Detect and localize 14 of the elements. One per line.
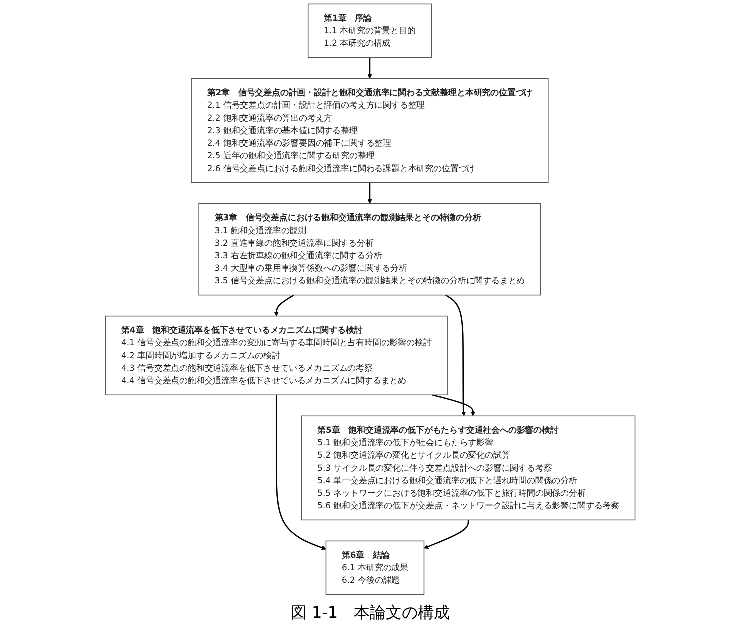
- arrow: [368, 58, 372, 80]
- node-box: 第6章 結論 6.1 本研究の成果 6.2 今後の課題: [326, 540, 425, 596]
- figure-caption: 図 1-1 本論文の構成: [290, 602, 450, 624]
- node-box: 第5章 飽和交通流率の低下がもたらす交通社会への影響の検討 5.1 飽和交通流率の低下が社会にもたらす影響 5.2 飽和交通流率の変化とサイクル長の変化の試算 5.3 サイクル長の変化に伴う交差点設計への影響に関する考察 5.4 単一交差点における飽和交通流率の低下と遅れ時間の関係の分析 5.5 ネットワークにおける飽和交通流率の低下と旅行時間の関係の分析 5.6 飽和交通流率の低下が交差点・ネットワーク設計に与える影響に関する考察: [301, 416, 636, 521]
- arrow: [446, 294, 466, 416]
- arrow: [424, 520, 470, 550]
- node-box: 第2章 信号交差点の計画・設計と飽和交通流率に関わる文献整理と本研究の位置づけ 2.1 信号交差点の計画・設計と評価の考え方に関する整理 2.2 飽和交通流率の算出の考え方 2.3 飽和交通流率の基本値に関する整理 2.4 飽和交通流率の影響要因の補正に関する整理 2.5 近年の飽和交通流率に関する研究の整理 2.6 信号交差点における飽和交通流率に関わる課題と本研究の位置づけ: [191, 78, 549, 184]
- node-box: 第4章 飽和交通流率を低下させているメカニズムに関する検討 4.1 信号交差点の飽和交通流率の変動に寄与する車間時間と占有時間の影響の検討 4.2 車間時間が増加するメカニズムの検討 4.3 信号交差点の飽和交通流率を低下させているメカニズムの考察 4.4 信号交差点の飽和交通流率を低下させているメカニズムに関するまとめ: [105, 316, 448, 396]
- arrow: [368, 182, 372, 204]
- arrow: [276, 395, 326, 550]
- arrow: [432, 394, 476, 416]
- node-box: 第3章 信号交差点における飽和交通流率の観測結果とその特徴の分析 3.1 飽和交通流率の観測 3.2 直進車線の飽和交通流率に関する分析 3.3 右左折車線の飽和交通流率に関する分析 3.4 大型車の乗用車換算係数への影響に関する分析 3.5 信号交差点における飽和交通流率の観測結果とその特徴の分析に関するまとめ: [198, 203, 542, 296]
- node-box: 第1章 序論 1.1 本研究の背景と目的 1.2 本研究の構成: [308, 4, 432, 58]
- arrow: [274, 294, 294, 317]
